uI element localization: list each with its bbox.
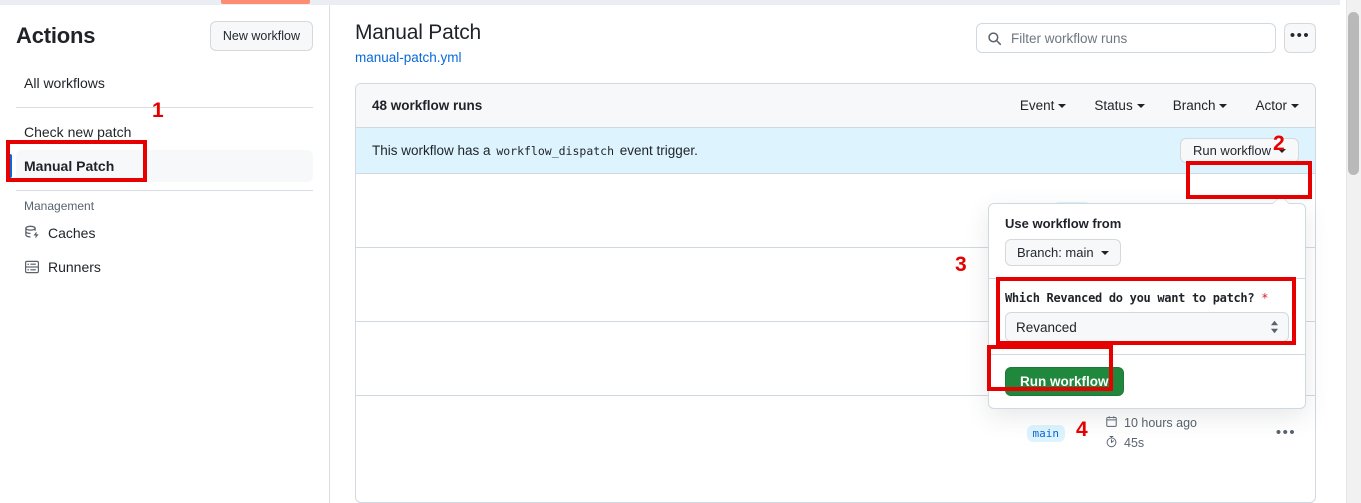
workflow-runs-header: 48 workflow runs Event Status Branch [356,84,1315,128]
new-workflow-button[interactable]: New workflow [209,21,313,51]
chevron-down-icon [1291,103,1299,108]
sidebar-divider-2 [16,190,313,191]
sidebar-nav: All workflows Check new patch Manual Pat… [8,67,313,283]
use-workflow-from-label: Use workflow from [1005,216,1122,231]
chevron-down-icon [1058,103,1067,108]
workflow-dispatch-text: This workflow has a workflow_dispatch ev… [372,143,698,158]
sidebar-item-label: Check new patch [24,124,132,140]
chevron-down-icon [1100,250,1109,255]
runners-icon [24,259,40,275]
filter-event-label: Event [1019,98,1055,113]
run-workflow-dropdown-label: Run workflow [1192,143,1271,158]
dispatch-text-before: This workflow has a [372,143,491,158]
run-workflow-dropdown-button[interactable]: Run workflow [1179,138,1299,163]
header-actions: ••• [976,23,1316,53]
page-title: Manual Patch [355,21,482,44]
search-icon [987,31,1002,46]
filter-event[interactable]: Event [1020,98,1067,113]
revanced-select-value: Revanced [1016,319,1077,335]
branch-select-button[interactable]: Branch: main [1005,239,1121,266]
main-header: Manual Patch manual-patch.yml ••• [355,19,1316,65]
right-gutter [1340,0,1346,503]
panel-caret-inner-icon [1273,196,1289,204]
top-tab-bar [0,0,1340,5]
sidebar-item-label: All workflows [24,75,105,91]
filter-status-label: Status [1094,98,1133,113]
sidebar-item-manual-patch[interactable]: Manual Patch [8,150,313,182]
sidebar-item-check-new-patch[interactable]: Check new patch [16,116,313,148]
sidebar-item-label: Manual Patch [24,158,115,174]
page-scrollbar-thumb[interactable] [1348,12,1359,175]
run-duration: 45s [1105,435,1144,451]
sidebar-header: Actions New workflow [16,5,313,65]
run-meta-cell: 10 hours ago 45s [1105,415,1273,451]
filter-branch-label: Branch [1172,98,1216,113]
revanced-select[interactable]: Revanced [1005,312,1289,342]
run-duration-text: 45s [1124,436,1145,450]
run-workflow-submit-button[interactable]: Run workflow [1005,367,1124,396]
workflow-input-label: Which Revanced do you want to patch? * [1005,291,1289,305]
row-more-options-button[interactable]: ••• [1275,424,1297,441]
stopwatch-icon [1105,435,1118,451]
chevron-down-icon [1136,103,1145,108]
page-heading-group: Manual Patch manual-patch.yml [355,19,481,65]
sidebar-item-runners[interactable]: Runners [16,251,313,283]
active-tab-indicator [221,0,310,4]
required-marker: * [1261,291,1269,305]
search-input[interactable] [1009,29,1265,47]
workflow-input-label-text: Which Revanced do you want to patch? [1005,291,1255,305]
chevron-down-icon [1278,148,1286,153]
workflow-dispatch-banner: This workflow has a workflow_dispatch ev… [356,128,1315,174]
sidebar-item-label: Caches [48,225,96,241]
calendar-icon [1105,415,1118,431]
sidebar-item-label: Runners [48,259,101,275]
workflow-file-link[interactable]: manual-patch.yml [355,50,462,65]
filter-actor[interactable]: Actor [1255,98,1299,113]
branch-select-label: Branch: main [1017,245,1094,260]
sidebar-divider-1 [16,107,313,108]
workflow-runs-filters: Event Status Branch Actor [1020,98,1299,113]
dispatch-event-code: workflow_dispatch [496,144,615,158]
chevron-down-icon [1219,103,1228,108]
sidebar-section-management: Management [24,199,95,213]
revanced-select-wrapper: Revanced [1005,312,1289,342]
sidebar-title: Actions [16,23,96,48]
submit-section: Run workflow [989,355,1305,408]
filter-branch[interactable]: Branch [1173,98,1228,113]
filter-workflow-runs-box[interactable] [976,23,1276,53]
workflow-runs-count: 48 workflow runs [372,98,483,113]
cache-icon [24,225,40,241]
sidebar-item-caches[interactable]: Caches [16,217,313,249]
use-workflow-from-section: Use workflow from Branch: main [989,204,1305,279]
filter-status[interactable]: Status [1094,98,1145,113]
filter-actor-label: Actor [1255,98,1287,113]
run-workflow-panel: Use workflow from Branch: main Which Rev… [988,195,1306,409]
sidebar-item-all-workflows[interactable]: All workflows [16,67,313,99]
workflow-input-section: Which Revanced do you want to patch? * R… [989,279,1305,355]
run-timestamp: 10 hours ago [1105,415,1197,431]
dispatch-text-after: event trigger. [619,143,698,158]
sidebar: Actions New workflow All workflows Check… [0,5,330,503]
select-stepper-icon [1269,319,1280,335]
more-options-button[interactable]: ••• [1284,23,1316,53]
run-timestamp-text: 10 hours ago [1124,416,1197,430]
branch-badge[interactable]: main [1026,424,1065,442]
